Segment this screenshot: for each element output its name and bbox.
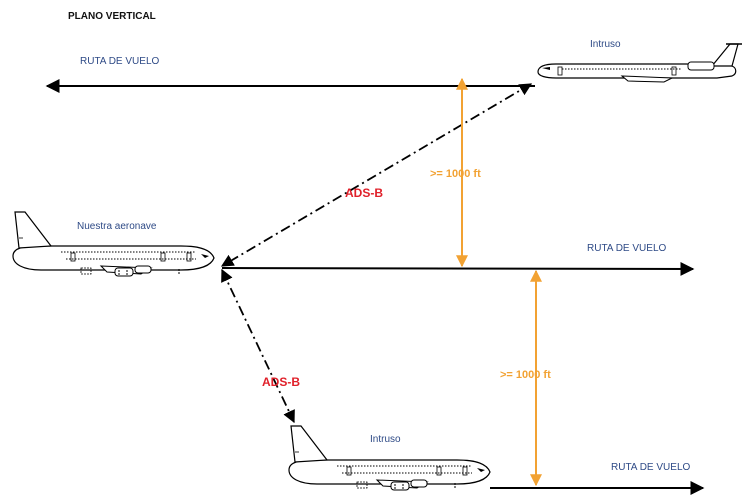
adsb-upper-label: ADS-B [345,186,383,200]
own-aircraft-label: Nuestra aeronave [77,221,157,232]
middle-flight-path-label: RUTA DE VUELO [587,243,667,254]
adsb-lower-link-arrow [221,268,295,424]
lower-separation-label: >= 1000 ft [500,369,551,381]
middle-flight-path-arrow [221,261,695,276]
diagram-title: PLANO VERTICAL [68,11,156,22]
upper-flight-path-label: RUTA DE VUELO [80,56,160,67]
intruder-above-label: Intruso [590,39,621,50]
adsb-upper-link-arrow [220,83,533,267]
lower-flight-path-label: RUTA DE VUELO [611,462,691,473]
upper-separation-label: >= 1000 ft [430,168,481,180]
intruder-below-label: Intruso [370,434,401,445]
adsb-lower-label: ADS-B [262,375,300,389]
intruder-above-aircraft-icon [537,43,743,83]
